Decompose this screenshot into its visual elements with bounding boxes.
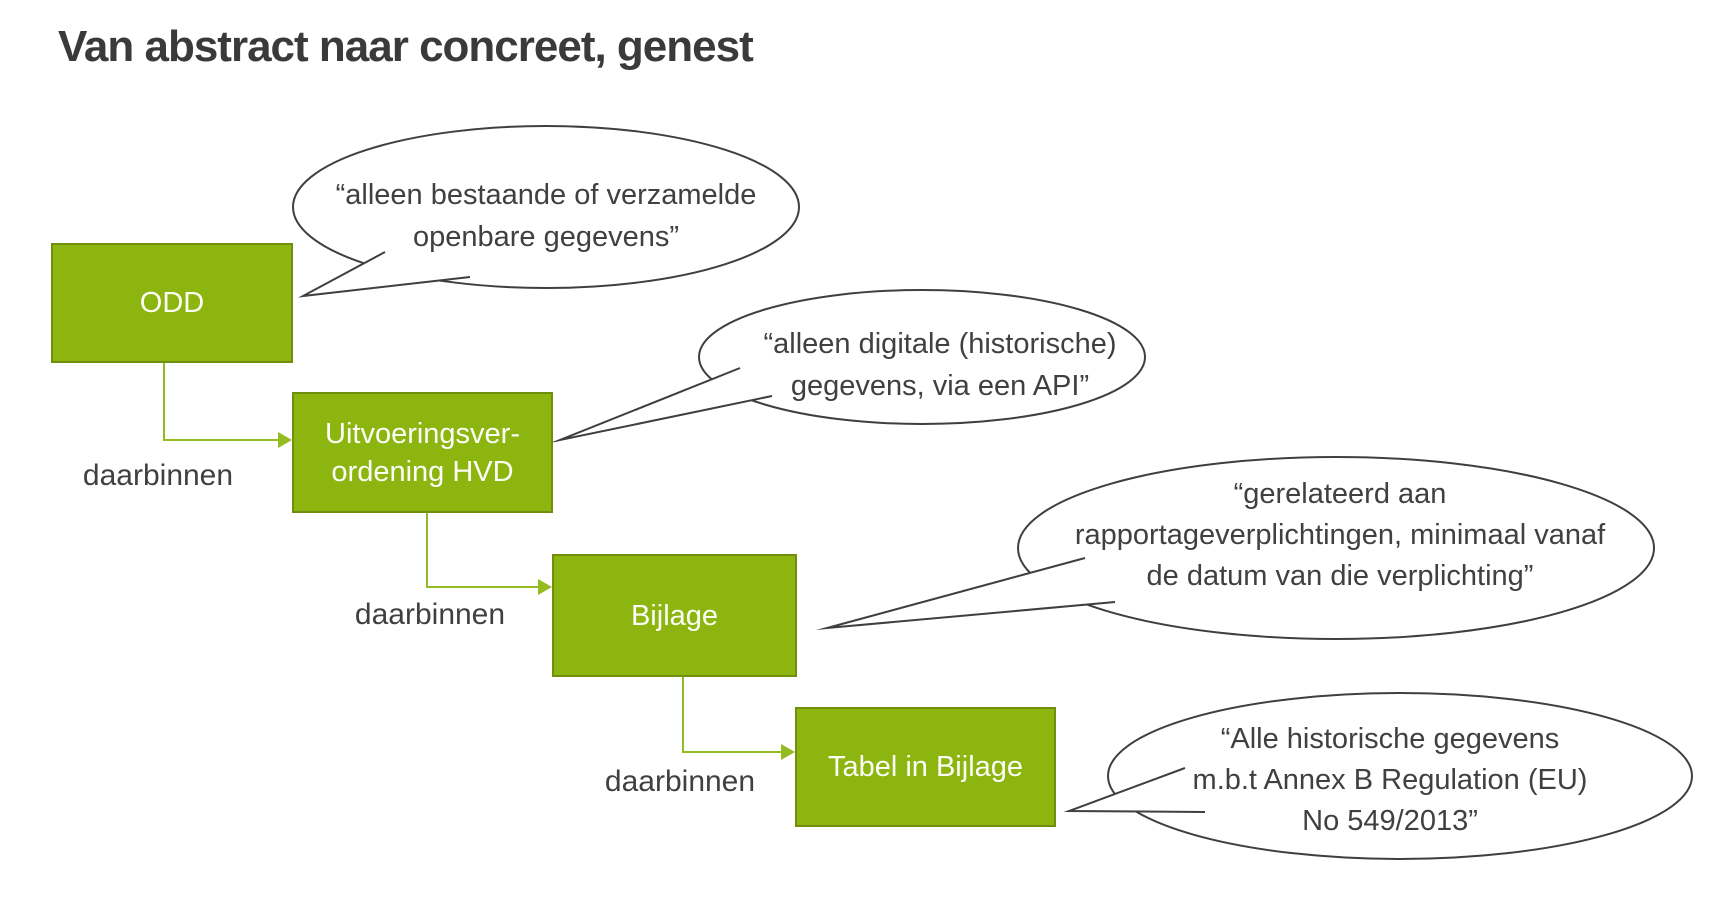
node-bijlage-label: Bijlage xyxy=(630,599,719,632)
callout-4-line2: m.b.t Annex B Regulation (EU) xyxy=(1192,764,1588,796)
callout-text-2: “alleen digitale (historische) gegevens,… xyxy=(690,323,1190,407)
callout-bubble-3 xyxy=(815,456,1655,640)
arrowhead-icon xyxy=(538,579,552,595)
callout-tail-icon xyxy=(815,557,1116,631)
edge-label-daarbinnen-2: daarbinnen xyxy=(354,598,506,631)
node-uitvoeringsverordening-hvd: Uitvoeringsver- ordening HVD xyxy=(292,392,553,513)
callout-2-line2: gegevens, via een API” xyxy=(790,370,1090,402)
callout-2-line1: “alleen digitale (historische) xyxy=(763,328,1117,360)
arrow-hvd-to-bijlage xyxy=(426,513,552,595)
node-odd: ODD xyxy=(51,243,293,363)
callout-text-4: “Alle historische gegevens m.b.t Annex B… xyxy=(1090,719,1690,842)
arrowhead-icon xyxy=(781,744,795,760)
node-odd-label: ODD xyxy=(139,287,205,319)
callout-4-line1: “Alle historische gegevens xyxy=(1220,723,1560,755)
callout-3-line3: de datum van die verplichting” xyxy=(1146,560,1534,592)
callout-1-line1: “alleen bestaande of verzamelde xyxy=(335,179,757,211)
callout-bubble-2 xyxy=(549,289,1146,444)
arrow-odd-to-hvd xyxy=(163,363,292,448)
callout-bubble-4 xyxy=(1063,692,1693,860)
callout-3-line2: rapportageverplichtingen, minimaal vanaf xyxy=(1074,519,1606,551)
callout-tail-icon xyxy=(1063,767,1206,813)
edge-label-daarbinnen-3: daarbinnen xyxy=(604,765,756,798)
callout-text-1: “alleen bestaande of verzamelde openbare… xyxy=(296,174,796,258)
node-hvd-label-line2: ordening HVD xyxy=(331,455,514,488)
callout-1-line2: openbare gegevens” xyxy=(412,221,680,253)
page-title: Van abstract naar concreet, genest xyxy=(58,22,754,71)
node-bijlage: Bijlage xyxy=(552,554,797,677)
arrow-bijlage-to-tabel xyxy=(682,677,795,760)
node-tabel-in-bijlage: Tabel in Bijlage xyxy=(795,707,1056,827)
edge-label-daarbinnen-1: daarbinnen xyxy=(82,459,234,492)
node-hvd-label-line1: Uitvoeringsver- xyxy=(325,417,520,450)
callout-bubble-1 xyxy=(292,125,800,298)
callout-4-line3: No 549/2013” xyxy=(1302,805,1478,837)
callout-3-line1: “gerelateerd aan xyxy=(1233,478,1447,510)
node-tabel-label: Tabel in Bijlage xyxy=(827,751,1024,783)
callout-text-3: “gerelateerd aan rapportageverplichtinge… xyxy=(1040,474,1640,597)
callout-tail-icon xyxy=(549,367,773,444)
callout-tail-icon xyxy=(297,251,471,298)
arrowhead-icon xyxy=(278,432,292,448)
